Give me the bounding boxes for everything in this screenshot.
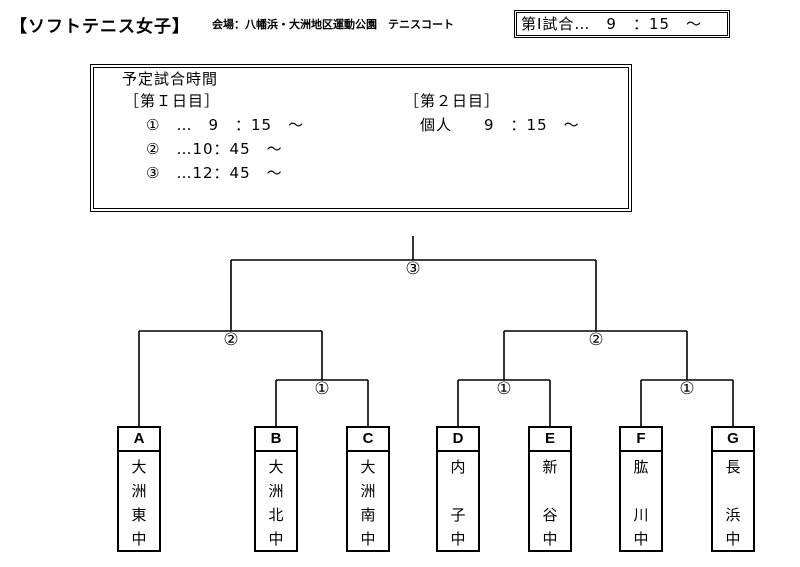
team-name-char: 内 [450,458,466,476]
team-b-box: B 大 洲 北 中 [254,426,298,552]
schedule-box: 予定試合時間 ［第Ｉ日目］ ① … 9 ：15 ～ ② …10：45 ～ ③ …… [90,64,632,212]
team-name-char: 中 [542,530,558,548]
r1-bc-match-mark: ① [312,381,332,399]
final-match-mark: ③ [403,261,423,279]
day1-row-1: ① … 9 ：15 ～ [146,116,305,134]
team-name-char: 子 [450,506,466,524]
team-e-box: E 新 谷 中 [528,426,572,552]
venue-label: 会場：八幡浜・大洲地区運動公園 テニスコート [212,18,454,31]
team-name-char: 肱 [633,458,649,476]
team-name-char: 谷 [542,506,558,524]
team-name-char: 川 [633,506,649,524]
team-letter: B [256,428,296,452]
team-letter: D [438,428,478,452]
team-g-box: G 長 浜 中 [711,426,755,552]
team-name-char: 中 [360,530,376,548]
team-letter: G [713,428,753,452]
team-name-char: 洲 [131,482,147,500]
day2-label: ［第２日目］ [404,92,501,110]
day2-row: 個人 9 ：15 ～ [420,116,580,134]
team-f-box: F 肱 川 中 [619,426,663,552]
day1-row-3: ③ …12：45 ～ [146,164,283,182]
team-name-char: 中 [633,530,649,548]
team-name-char: 南 [360,506,376,524]
r1-de-match-mark: ① [494,381,514,399]
team-name-char: 中 [725,530,741,548]
team-letter: C [348,428,388,452]
team-name-char: 東 [131,506,147,524]
team-name-char: 大 [360,458,376,476]
schedule-title: 予定試合時間 [122,70,219,88]
team-name-char: 洲 [268,482,284,500]
first-match-box: 第Ⅰ試合… 9 ：15 ～ [514,10,730,38]
team-name-char: 大 [268,458,284,476]
team-letter: E [530,428,570,452]
team-d-box: D 内 子 中 [436,426,480,552]
team-name-char: 中 [131,530,147,548]
team-name-char: 中 [450,530,466,548]
team-letter: F [621,428,661,452]
team-a-box: A 大 洲 東 中 [117,426,161,552]
semi-left-match-mark: ② [221,332,241,350]
day1-label: ［第Ｉ日目］ [124,92,221,110]
day1-row-2: ② …10：45 ～ [146,140,283,158]
page-title: 【ソフトテニス女子】 [10,17,190,37]
team-name-char: 大 [131,458,147,476]
team-c-box: C 大 洲 南 中 [346,426,390,552]
team-name-char: 長 [725,458,741,476]
team-name-char: 新 [542,458,558,476]
first-match-time: 第Ⅰ試合… 9 ：15 ～ [521,15,703,33]
team-name-char: 洲 [360,482,376,500]
team-name-char: 北 [268,506,284,524]
team-name-char: 中 [268,530,284,548]
r1-fg-match-mark: ① [677,381,697,399]
team-name-char: 浜 [725,506,741,524]
semi-right-match-mark: ② [586,332,606,350]
team-letter: A [119,428,159,452]
